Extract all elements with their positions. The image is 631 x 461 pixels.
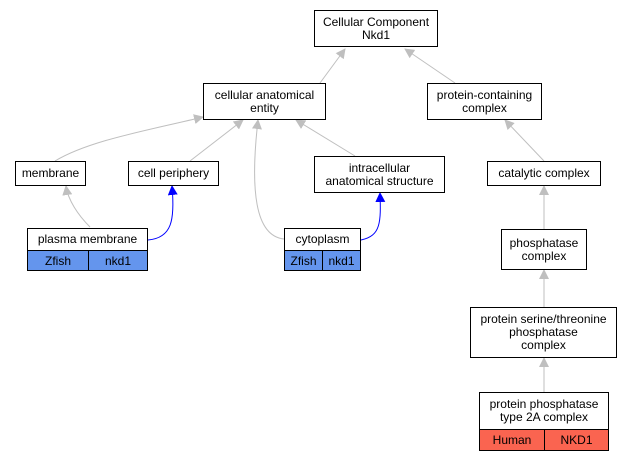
node-catalytic-complex[interactable]: catalytic complex: [487, 161, 601, 186]
annotation-species-zfish: Zfish: [284, 250, 323, 271]
edge-cytoplasm-to-intracellular: [360, 192, 386, 241]
node-phosphatase-complex[interactable]: phosphatase complex: [501, 229, 587, 270]
annotation-species-zfish: Zfish: [27, 250, 89, 271]
edge-plasmamembrane-to-cellperiphery: [147, 185, 178, 241]
node-membrane[interactable]: membrane: [15, 161, 86, 186]
edge-intracellular-to-cae: [295, 119, 356, 157]
node-cellular-component[interactable]: Cellular Component Nkd1: [314, 10, 438, 47]
node-intracellular-anatomical-structure[interactable]: intracellular anatomical structure: [314, 156, 445, 193]
edge-pcc-to-cc: [404, 48, 456, 84]
edge-catalytic-to-pcc: [504, 119, 545, 162]
node-cell-periphery[interactable]: cell periphery: [128, 161, 219, 186]
node-cellular-anatomical-entity[interactable]: cellular anatomical entity: [203, 83, 326, 120]
node-protein-containing-complex[interactable]: protein-containing complex: [427, 83, 542, 120]
annotation-gene-nkd1: nkd1: [322, 250, 361, 271]
annotation-gene-nkd1: NKD1: [544, 429, 609, 451]
edge-cytoplasm-to-cae: [252, 119, 285, 240]
annotation-gene-nkd1: nkd1: [88, 250, 148, 271]
annotation-species-human: Human: [479, 429, 545, 451]
edge-cellperiphery-to-cae: [189, 119, 244, 162]
node-protein-serine-threonine-phosphatase-complex[interactable]: protein serine/threonine phosphatase com…: [470, 307, 617, 358]
node-protein-phosphatase-type-2a-complex[interactable]: protein phosphatase type 2A complex: [479, 392, 609, 430]
node-plasma-membrane[interactable]: plasma membrane: [27, 228, 148, 251]
node-cytoplasm[interactable]: cytoplasm: [284, 228, 361, 251]
edge-plasmamembrane-to-membrane: [62, 185, 91, 228]
edge-cae-to-cc: [319, 48, 346, 84]
edge-membrane-to-cae: [54, 114, 204, 162]
